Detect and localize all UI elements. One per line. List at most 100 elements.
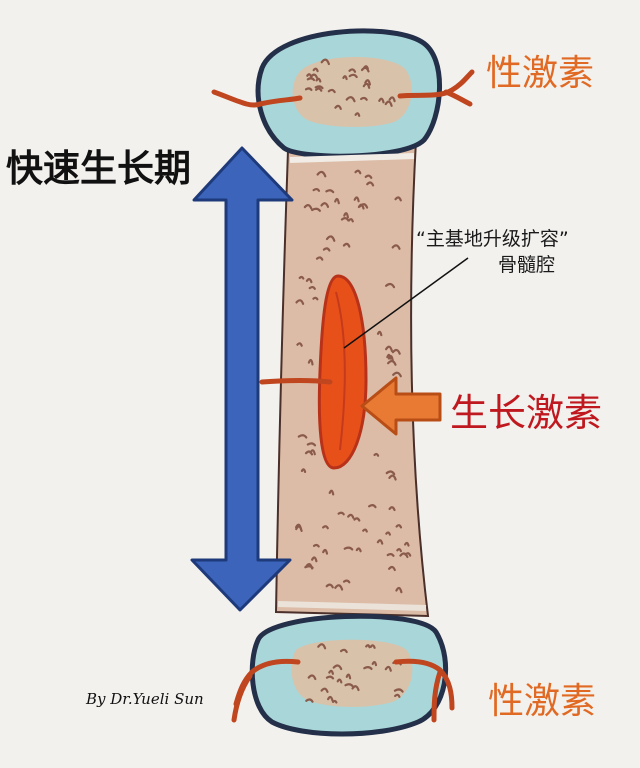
- speckle: [295, 523, 303, 531]
- speckle: [360, 66, 370, 73]
- speckle: [328, 489, 335, 496]
- speckle: [315, 256, 324, 261]
- speckle: [297, 434, 308, 439]
- speckle: [393, 688, 404, 693]
- speckle: [295, 299, 305, 305]
- speckle: [376, 539, 384, 545]
- growth-hormone-label: 生长激素: [450, 391, 603, 435]
- marrow-inner-line: [335, 291, 346, 451]
- marrow-expansion-label: “主基地升级扩容”: [416, 228, 569, 250]
- speckle: [322, 525, 329, 530]
- vessel-bottom-right-branch: [431, 669, 443, 723]
- speckle: [332, 699, 338, 704]
- speckle: [364, 79, 371, 86]
- speckle: [385, 531, 391, 536]
- marrow-leader-line: [343, 257, 469, 349]
- speckle: [384, 665, 392, 672]
- speckle: [343, 212, 349, 219]
- speckle: [322, 247, 331, 252]
- growth-hormone-arrow: [360, 376, 442, 436]
- speckle: [348, 68, 357, 73]
- speckle: [368, 504, 377, 509]
- rapid-growth-label: 快速生长期: [6, 147, 191, 190]
- bone-speckles: [295, 58, 412, 704]
- speckle: [388, 506, 396, 512]
- speckle: [320, 58, 330, 66]
- bottom-growth-plate: [277, 601, 427, 611]
- marrow-cavity: [317, 274, 368, 470]
- speckle: [312, 296, 319, 301]
- blood-vessels: [211, 69, 475, 723]
- speckle: [327, 695, 334, 702]
- speckle: [353, 517, 361, 522]
- speckle: [360, 96, 368, 101]
- speckle: [376, 330, 383, 337]
- speckle: [307, 674, 317, 681]
- speckle: [392, 371, 402, 378]
- speckle: [359, 203, 369, 209]
- speckle: [325, 675, 335, 680]
- speckle: [308, 285, 316, 290]
- speckle: [355, 547, 362, 553]
- vessel-top-right-branch: [443, 89, 473, 107]
- speckle: [305, 563, 314, 570]
- speckle: [391, 348, 401, 355]
- speckle: [362, 528, 368, 533]
- sex-hormone-label-bottom: 性激素: [488, 681, 597, 722]
- speckle: [371, 661, 378, 667]
- speckle: [315, 87, 323, 92]
- speckle: [303, 204, 313, 210]
- speckle: [385, 345, 393, 352]
- speckle: [387, 355, 394, 362]
- speckle: [322, 548, 329, 555]
- speckle: [366, 181, 375, 187]
- bottom-spongy-bone: [291, 639, 413, 707]
- speckle: [369, 644, 376, 649]
- speckle: [354, 112, 361, 117]
- speckle: [336, 678, 343, 684]
- speckle: [399, 552, 409, 559]
- speckle: [342, 242, 351, 248]
- speckle: [307, 358, 314, 366]
- speckle: [337, 511, 345, 516]
- speckle: [391, 244, 401, 250]
- vessel-middle: [259, 378, 333, 385]
- speckle: [394, 693, 401, 698]
- speckle: [298, 275, 305, 280]
- speckle: [304, 87, 313, 91]
- top-spongy-bone: [292, 56, 412, 127]
- speckle: [378, 97, 385, 104]
- speckle: [312, 67, 319, 73]
- speckle: [334, 584, 344, 591]
- speckle: [404, 552, 412, 557]
- sex-hormone-label-top: 性激素: [486, 53, 595, 94]
- speckle: [334, 104, 342, 110]
- speckle: [304, 450, 314, 456]
- speckle: [343, 546, 354, 551]
- speckle: [320, 687, 329, 693]
- speckle: [306, 77, 316, 82]
- speckle: [305, 698, 314, 703]
- speckle: [388, 474, 397, 481]
- speckle: [363, 666, 373, 670]
- speckle: [351, 685, 360, 692]
- speckle: [315, 77, 322, 83]
- rapid-growth-double-arrow: [190, 146, 294, 612]
- speckle: [296, 342, 303, 347]
- speckle: [384, 100, 393, 107]
- speckle: [327, 88, 336, 94]
- speckle: [344, 683, 354, 687]
- top-growth-plate: [289, 153, 415, 163]
- speckle: [395, 586, 403, 594]
- speckle: [394, 196, 402, 202]
- speckle: [311, 207, 321, 212]
- speckle: [334, 197, 340, 205]
- speckle: [404, 541, 410, 547]
- speckle: [328, 669, 334, 675]
- speckle: [340, 217, 350, 222]
- speckle: [311, 556, 318, 563]
- speckle: [373, 452, 380, 457]
- speckle: [345, 96, 356, 103]
